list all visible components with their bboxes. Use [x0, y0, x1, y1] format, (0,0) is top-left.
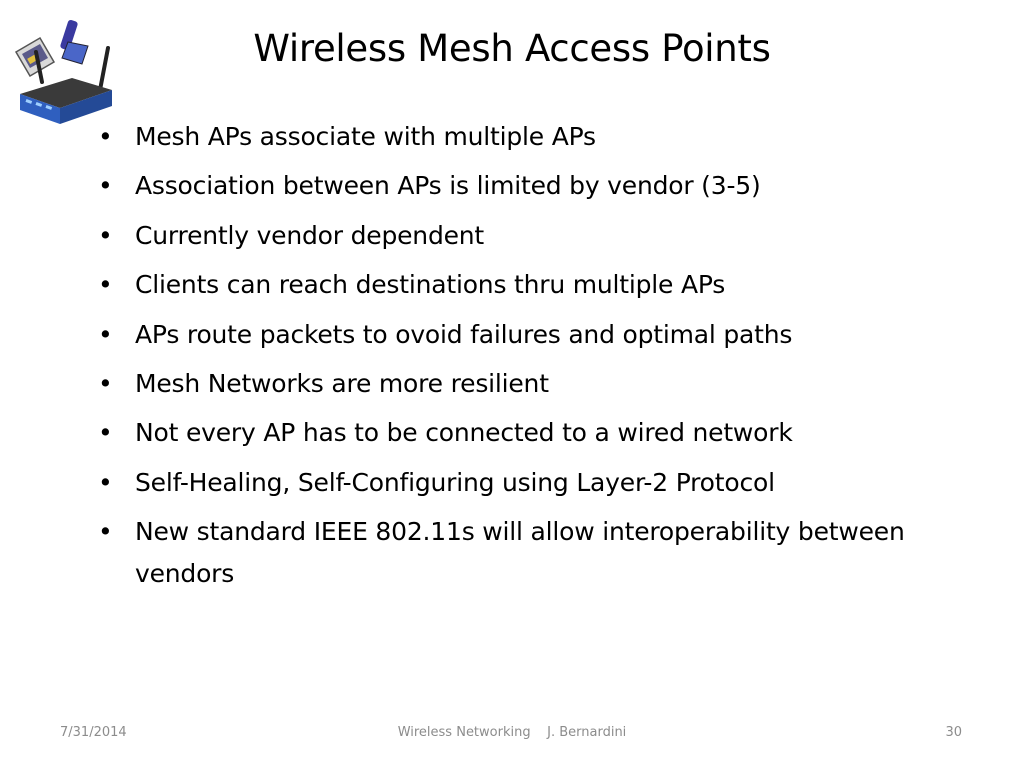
- bullet-item: • Not every AP has to be connected to a …: [98, 412, 978, 454]
- bullet-icon: •: [98, 368, 113, 398]
- footer-date: 7/31/2014: [60, 725, 127, 740]
- bullet-text: APs route packets to ovoid failures and …: [135, 319, 793, 349]
- bullet-item: • Mesh APs associate with multiple APs: [98, 116, 978, 158]
- router-icon: [20, 78, 112, 124]
- bullet-item: • Clients can reach destinations thru mu…: [98, 264, 978, 306]
- bullet-text: Clients can reach destinations thru mult…: [135, 270, 726, 300]
- bullet-text: Mesh APs associate with multiple APs: [135, 122, 596, 151]
- bullet-icon: •: [98, 467, 113, 497]
- bullet-item: • APs route packets to ovoid failures an…: [98, 314, 978, 356]
- bullet-item: • New standard IEEE 802.11s will allow i…: [98, 511, 978, 595]
- bullet-icon: •: [98, 171, 113, 201]
- bullet-text: Association between APs is limited by ve…: [135, 171, 761, 201]
- slide-title: Wireless Mesh Access Points: [253, 27, 771, 70]
- bullet-text: Mesh Networks are more resilient: [135, 368, 549, 398]
- bullet-text: Not every AP has to be connected to a wi…: [135, 418, 793, 448]
- wireless-router-icon: [14, 19, 112, 124]
- bullet-text: Currently vendor dependent: [135, 220, 485, 250]
- bullet-icon: •: [98, 270, 113, 300]
- bullet-item: • Currently vendor dependent: [98, 215, 978, 257]
- bullet-icon: •: [98, 220, 113, 250]
- footer-title: Wireless Networking J. Bernardini: [397, 725, 627, 740]
- footer-page-number: 30: [945, 725, 962, 740]
- bullet-list: • Mesh APs associate with multiple APs •…: [98, 116, 978, 603]
- bullet-item: • Mesh Networks are more resilient: [98, 363, 978, 405]
- bullet-icon: •: [98, 418, 113, 448]
- bullet-item: • Association between APs is limited by …: [98, 165, 978, 207]
- bullet-icon: •: [98, 122, 113, 151]
- bullet-text: Self-Healing, Self-Configuring using Lay…: [135, 467, 775, 497]
- bullet-text: New standard IEEE 802.11s will allow int…: [135, 517, 905, 589]
- bullet-item: • Self-Healing, Self-Configuring using L…: [98, 462, 978, 504]
- usb-adapter-icon: [60, 19, 89, 65]
- bullet-icon: •: [98, 517, 113, 547]
- bullet-icon: •: [98, 319, 113, 349]
